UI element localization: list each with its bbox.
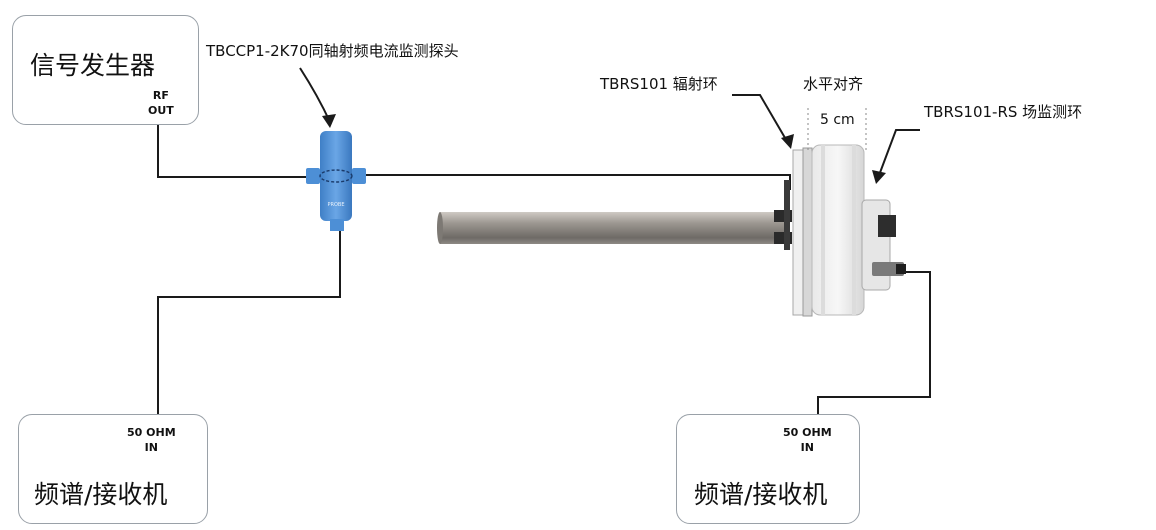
right-receiver-box: 50 OHM IN 频谱/接收机 <box>676 414 860 524</box>
cable-generator-to-probe <box>157 120 320 178</box>
current-probe: PROBE <box>306 131 366 231</box>
arrow-to-radiating-ring <box>732 94 794 149</box>
right-receiver-port-label: 50 OHM IN <box>783 426 832 454</box>
horizontal-align-label: 水平对齐 <box>803 75 864 93</box>
current-probe-label: TBCCP1-2K70同轴射频电流监测探头 <box>206 42 459 60</box>
signal-generator-box: 信号发生器 RF OUT <box>12 15 199 125</box>
radiating-ring-label: TBRS101 辐射环 <box>600 75 718 93</box>
arrow-to-field-monitor-ring <box>872 129 920 184</box>
field-monitor-ring <box>811 144 906 316</box>
rf-out-port-label: RF OUT <box>148 89 174 117</box>
distance-label: 5 cm <box>820 112 855 128</box>
left-receiver-box: 50 OHM IN 频谱/接收机 <box>18 414 208 524</box>
cable-probe-to-radiating-ring <box>360 174 791 190</box>
test-rod <box>437 212 790 244</box>
left-receiver-port-label: 50 OHM IN <box>127 426 176 454</box>
cable-probe-to-left-receiver <box>157 230 341 414</box>
signal-generator-title: 信号发生器 <box>30 51 156 80</box>
arrow-to-current-probe <box>299 67 336 128</box>
cable-monitor-to-right-receiver <box>817 271 931 414</box>
left-receiver-title: 频谱/接收机 <box>34 480 168 509</box>
right-receiver-title: 频谱/接收机 <box>694 480 828 509</box>
radiating-ring <box>774 147 813 317</box>
field-monitor-ring-label: TBRS101-RS 场监测环 <box>924 103 1083 121</box>
svg-text:PROBE: PROBE <box>327 202 344 208</box>
